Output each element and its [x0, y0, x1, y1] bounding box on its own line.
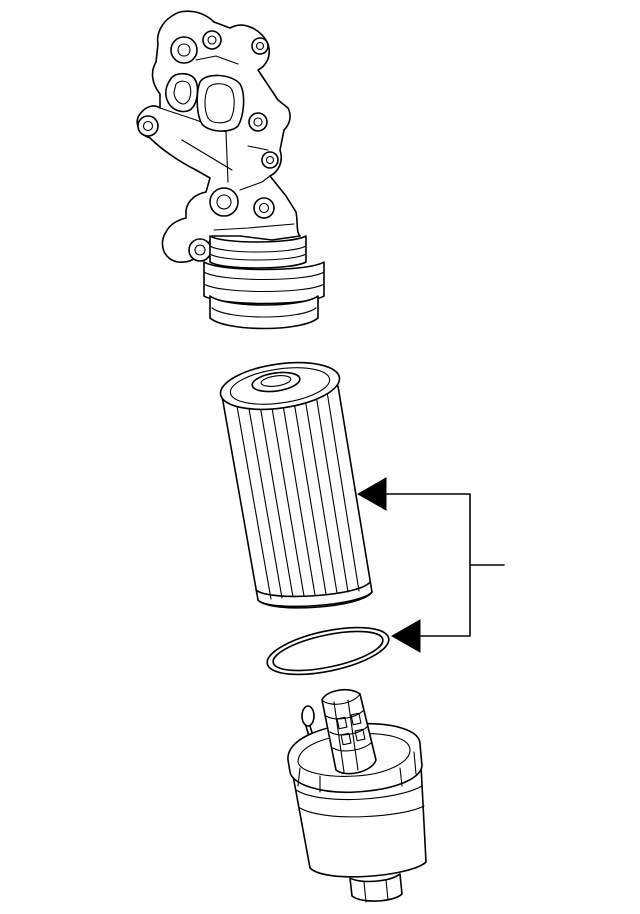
- filter-cap: [287, 688, 427, 903]
- housing-body-outline: [136, 10, 301, 263]
- callout-bracket: [356, 477, 505, 653]
- filter-pleat-line: [246, 395, 283, 599]
- cap-rib-3: [399, 767, 403, 787]
- cap-strainer-window-4: [354, 728, 366, 742]
- housing-rib-2: [181, 139, 233, 171]
- bolt-boss-side: [261, 151, 279, 169]
- filter-pleat-line: [291, 391, 327, 595]
- housing-rib-3: [225, 131, 229, 183]
- filter-bottom-edge: [257, 591, 373, 609]
- bolt-boss-lower-right: [253, 197, 275, 219]
- cap-hex-nut: [349, 873, 403, 903]
- callout-leader-lines: [383, 493, 471, 637]
- housing-rib-6: [239, 175, 271, 191]
- cap-strainer-h1: [325, 709, 365, 720]
- filter-pleats: [234, 388, 360, 600]
- cap-strainer-top: [321, 693, 361, 705]
- arrow-to-filter-element: [356, 477, 387, 511]
- filter-center-hole: [251, 371, 301, 393]
- filter-pleat-line: [303, 390, 338, 594]
- filter-pleat-line: [314, 389, 349, 593]
- cap-strainer-window-3: [340, 732, 352, 746]
- bolt-boss-bottom-left: [188, 238, 212, 262]
- filter-pleat-line: [234, 396, 272, 600]
- cap-strainer-v2: [347, 699, 359, 771]
- filter-bottom-band: [255, 581, 371, 598]
- oil-filter-housing: [136, 10, 325, 330]
- cap-rib-1: [297, 767, 301, 787]
- housing-rib-4: [247, 145, 269, 151]
- bolt-boss-top-middle: [202, 30, 222, 50]
- arrow-to-o-ring: [390, 619, 421, 653]
- oil-port-left-inner: [173, 80, 192, 105]
- housing-rib-7: [213, 223, 295, 231]
- bolt-boss-center-lower: [209, 187, 239, 217]
- housing-threaded-neck: [203, 235, 325, 330]
- bolt-boss-left: [137, 115, 159, 137]
- filter-pleat-line: [257, 394, 294, 598]
- filter-pleat-line: [326, 388, 360, 592]
- cap-strainer-v1: [333, 701, 345, 773]
- cap-rib-4: [413, 751, 417, 775]
- oil-port-left: [165, 72, 199, 113]
- bolt-boss-right: [248, 112, 268, 132]
- bolt-boss-top: [170, 36, 198, 64]
- o-ring-seal: [266, 626, 390, 676]
- oil-filter-element: [219, 361, 373, 609]
- filter-pleat-line: [269, 393, 305, 597]
- filter-center-hole-inner: [260, 375, 292, 387]
- cap-strainer-h3: [332, 741, 373, 752]
- filter-top-cap-rim: [229, 367, 331, 405]
- housing-rib-5: [195, 55, 239, 65]
- cap-strainer-window-1: [336, 716, 348, 730]
- cap-strainer-h2: [329, 725, 369, 736]
- cap-band-1: [295, 785, 423, 801]
- cap-band-2: [299, 805, 425, 818]
- bolt-boss-top-right: [251, 37, 269, 55]
- filter-pleat-line: [280, 392, 316, 596]
- oil-port-square-inner: [204, 83, 235, 124]
- cap-strainer-window-2: [350, 712, 362, 726]
